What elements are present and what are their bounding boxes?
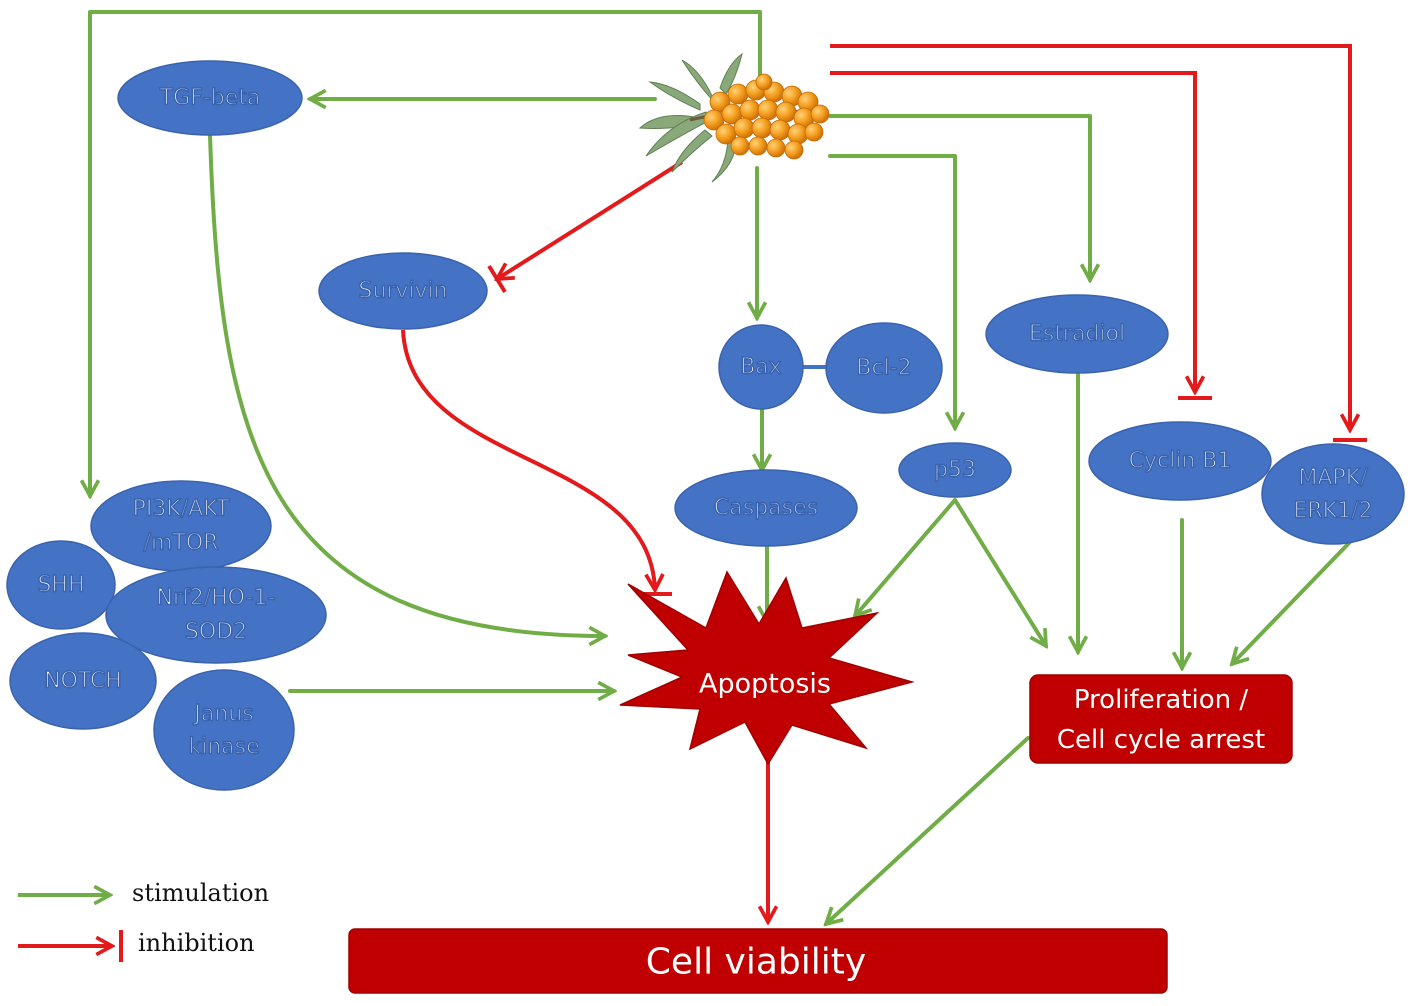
node-p53: p53 — [898, 442, 1012, 498]
label-p53: p53 — [934, 458, 976, 483]
node-shh: SHH — [6, 540, 116, 630]
sea-buckthorn-berries-icon — [638, 52, 830, 183]
label-bax: Bax — [740, 355, 782, 380]
node-pi3k-akt-mtor: PI3K/AKT /mTOR — [90, 480, 272, 572]
legend-inhibition-label: inhibition — [138, 929, 255, 957]
node-janus-kinase: Janus kinase — [153, 669, 295, 791]
legend-stimulation-label: stimulation — [132, 879, 269, 907]
label-nrf2-line2: SOD2 — [185, 620, 247, 645]
outcome-proliferation: Proliferation / Cell cycle arrest — [1029, 674, 1293, 764]
inhibit-source-to-mapk — [830, 44, 1350, 430]
outcome-apoptosis: Apoptosis — [619, 570, 915, 766]
arrow-proliferation-to-cell-viability — [826, 736, 1030, 924]
label-cyclin-b1: Cyclin B1 — [1129, 449, 1232, 474]
arrow-source-to-estradiol — [828, 114, 1090, 280]
arrow-source-to-p53 — [828, 154, 955, 428]
node-bcl2: Bcl-2 — [825, 322, 943, 414]
label-proliferation-line2: Cell cycle arrest — [1057, 725, 1265, 755]
label-mapk-line2: ERK1/2 — [1293, 499, 1372, 524]
node-survivin: Survivin — [318, 252, 488, 330]
arrow-tgf-beta-to-apoptosis — [208, 133, 605, 636]
label-caspases: Caspases — [714, 496, 818, 521]
label-bcl2: Bcl-2 — [856, 356, 911, 381]
legend-stimulation: stimulation — [18, 879, 269, 907]
inhibit-source-to-survivin — [497, 160, 684, 279]
inhibit-bar-survivin — [487, 264, 507, 294]
arrow-p53-to-proliferation — [953, 498, 1046, 646]
node-nrf2-ho1-sod2: Nrf2/HO-1- SOD2 — [105, 566, 327, 664]
label-janus-line1: Janus — [192, 702, 253, 727]
node-estradiol: Estradiol — [985, 294, 1169, 374]
inhibit-source-to-cyclin-b1 — [830, 71, 1195, 392]
node-bax: Bax — [718, 324, 804, 410]
node-notch: NOTCH — [9, 632, 157, 730]
label-shh: SHH — [37, 573, 84, 598]
legend-inhibition: inhibition — [18, 929, 255, 962]
label-pi3k-line1: PI3K/AKT — [133, 497, 230, 522]
inhibit-survivin-to-apoptosis — [401, 329, 655, 590]
label-pi3k-line2: /mTOR — [144, 531, 219, 556]
arrow-p53-to-apoptosis — [855, 498, 957, 616]
label-cell-viability: Cell viability — [646, 942, 866, 983]
label-mapk-line1: MAPK/ — [1298, 466, 1368, 491]
label-estradiol: Estradiol — [1029, 322, 1125, 347]
node-tgf-beta: TGF-beta — [117, 60, 303, 136]
node-cyclin-b1: Cyclin B1 — [1088, 421, 1272, 501]
node-mapk-erk: MAPK/ ERK1/2 — [1261, 443, 1405, 545]
label-nrf2-line1: Nrf2/HO-1- — [156, 586, 275, 611]
label-notch: NOTCH — [44, 669, 122, 694]
arrow-source-to-pi3k — [90, 10, 762, 496]
label-janus-line2: kinase — [188, 735, 259, 760]
outcome-cell-viability: Cell viability — [348, 928, 1168, 994]
arrow-mapk-to-proliferation — [1232, 540, 1352, 664]
label-tgf-beta: TGF-beta — [159, 86, 261, 111]
legend: stimulation inhibition — [18, 879, 269, 962]
label-survivin: Survivin — [358, 279, 447, 304]
node-caspases: Caspases — [674, 469, 858, 547]
label-apoptosis: Apoptosis — [699, 669, 831, 700]
label-proliferation-line1: Proliferation / — [1074, 685, 1249, 715]
